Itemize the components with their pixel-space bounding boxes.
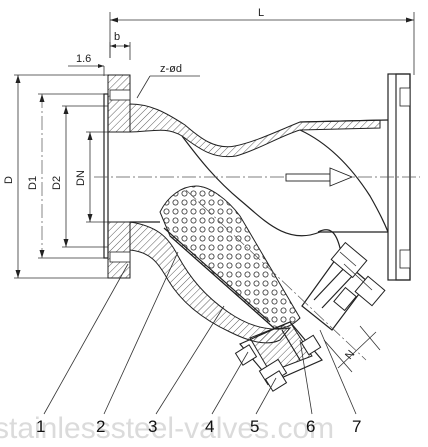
dimension-DN-label: DN [75,170,87,186]
dimension-N: N [323,325,381,373]
leg-centerline [185,189,367,361]
drain-plug [301,241,386,331]
left-flange-lower [107,221,131,279]
dimension-raised-face-label: 1.6 [76,53,91,65]
dimension-L: L [109,7,415,75]
strainer-screen [159,185,301,329]
dimension-D1: D1 [27,93,108,259]
upper-body-wall [129,103,381,158]
callout-6: 6 [306,417,315,436]
left-flange [107,74,131,133]
dimension-D-label: D [3,176,15,184]
dimension-bolt-holes-label: z-ød [160,63,182,75]
callout-2: 2 [96,417,105,436]
callout-5: 5 [250,417,259,436]
callout-4: 4 [205,417,214,436]
dimension-b: b [109,31,131,60]
strainer-cover [234,321,323,392]
watermark-text: stainlesssteel-valves.com [0,412,334,445]
dimension-D2-label: D2 [51,176,63,190]
dimension-D: D [3,74,108,279]
dimension-b-label: b [114,31,120,43]
dimension-DN: DN [75,131,110,223]
callout-7: 7 [352,417,361,436]
flow-arrow [285,167,354,187]
dimension-D2: D2 [51,105,108,248]
dimension-raised-face: 1.6 [68,53,105,76]
dimension-L-label: L [258,7,264,19]
callout-leaders [43,251,357,415]
callout-1: 1 [36,417,45,436]
dimension-bolt-holes: z-ød [136,63,200,99]
dimension-D1-label: D1 [27,176,39,190]
callout-3: 3 [148,417,157,436]
